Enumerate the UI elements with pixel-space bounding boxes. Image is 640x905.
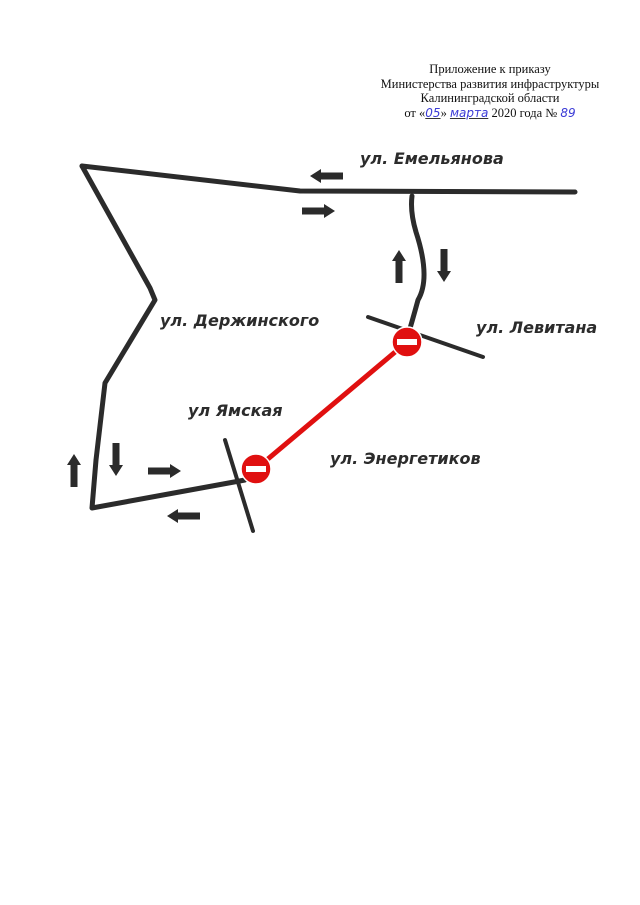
no-entry-sign-icon <box>391 326 423 358</box>
date-month: марта <box>449 105 489 120</box>
header-line-3: Калининградской области <box>420 91 560 105</box>
date-day: 05 <box>425 105 441 120</box>
date-mid: » <box>440 105 447 120</box>
date-suffix: 2020 года № <box>491 105 558 120</box>
road-connector-levitana <box>403 193 427 345</box>
road-levitana <box>366 315 485 359</box>
street-label-derzhinskogo: ул. Держинского <box>160 311 320 330</box>
header-date-line: от «05» марта 2020 года № 89 <box>345 106 635 121</box>
direction-arrow-icon <box>109 443 123 476</box>
no-entry-sign-icon <box>240 453 272 485</box>
direction-arrow-icon <box>167 509 200 523</box>
direction-arrow-icon <box>310 169 343 183</box>
road-derzhinskogo <box>79 163 248 511</box>
order-number: 89 <box>560 105 576 120</box>
header-line-1: Приложение к приказу <box>429 62 551 76</box>
street-label-emelyanova: ул. Емельянова <box>360 149 504 168</box>
road-network <box>79 163 578 511</box>
order-header: Приложение к приказу Министерства развит… <box>345 62 635 120</box>
direction-arrow-icon <box>437 249 451 282</box>
closed-segment-energetikov <box>253 339 410 472</box>
street-label-yamskaya: ул Ямская <box>188 401 283 420</box>
direction-arrow-icon <box>148 464 181 478</box>
date-prefix: от « <box>404 105 426 120</box>
road-yamskaya <box>223 438 255 533</box>
header-line-2: Министерства развития инфраструктуры <box>380 76 600 91</box>
direction-arrow-icon <box>392 250 406 283</box>
direction-arrow-icon <box>302 204 335 218</box>
direction-arrow-icon <box>67 454 81 487</box>
street-label-energetikov: ул. Энергетиков <box>330 449 481 468</box>
road-emelyanova <box>79 163 578 195</box>
street-label-levitana: ул. Левитана <box>476 318 598 337</box>
